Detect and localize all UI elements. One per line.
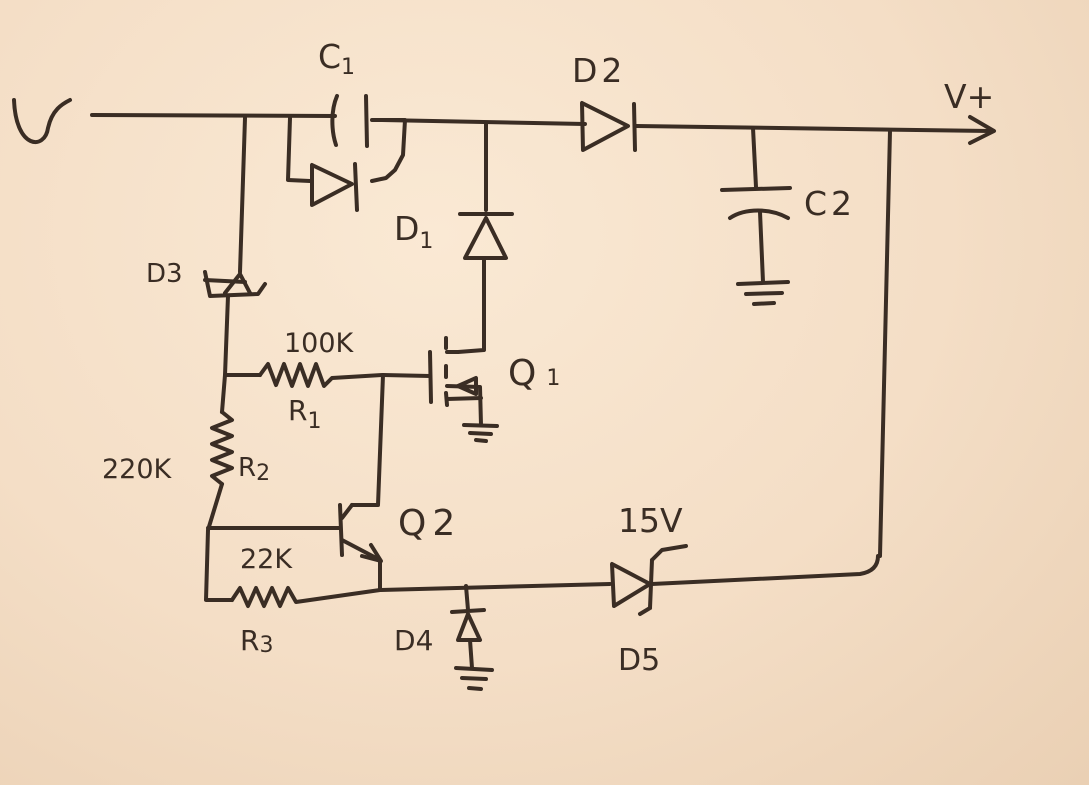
capacitor-c2 bbox=[720, 126, 792, 284]
label-zener-voltage: 15V bbox=[618, 501, 683, 540]
output-arrow bbox=[968, 115, 996, 145]
label-r3-value: 22K bbox=[240, 544, 293, 575]
label-r2-value: 220K bbox=[102, 454, 173, 485]
transistor-q2 bbox=[338, 503, 383, 590]
d4-wire bbox=[464, 584, 470, 612]
label-d4: D4 bbox=[394, 624, 433, 657]
q1-drain-wire bbox=[456, 256, 486, 354]
gate-node-wire bbox=[350, 373, 385, 507]
input-wire bbox=[90, 113, 337, 118]
label-c1: C1 bbox=[318, 37, 355, 80]
diode-d2 bbox=[580, 101, 637, 152]
label-r2: R2 bbox=[238, 453, 270, 486]
label-d1: D1 bbox=[394, 209, 433, 254]
ac-source-symbol bbox=[12, 98, 72, 144]
r2-wire-top bbox=[220, 373, 227, 414]
transistor-q1 bbox=[381, 336, 483, 427]
label-d3: D3 bbox=[146, 259, 183, 289]
ground-symbol-c2 bbox=[736, 280, 790, 306]
c1-bypass-wire bbox=[286, 116, 407, 183]
left-vertical-wire bbox=[204, 482, 234, 602]
d4-ground-wire bbox=[468, 638, 474, 670]
label-d5: D5 bbox=[618, 643, 660, 678]
diode-d1 bbox=[458, 212, 514, 260]
bottom-rail-wire bbox=[378, 582, 612, 592]
ground-symbol-q1 bbox=[462, 423, 499, 443]
ground-symbol-d4 bbox=[454, 666, 494, 691]
label-r3: R3 bbox=[240, 624, 273, 658]
output-rail-wire bbox=[634, 124, 992, 133]
capacitor-c1 bbox=[330, 94, 369, 148]
zener-diode-d5 bbox=[610, 544, 688, 616]
resistor-r1 bbox=[258, 362, 385, 388]
bypass-diode bbox=[310, 162, 359, 212]
d3-wire bbox=[238, 116, 247, 274]
d3-r1-wire bbox=[223, 294, 262, 377]
label-r1: R1 bbox=[288, 394, 321, 434]
top-rail-wire bbox=[380, 118, 587, 126]
label-output: V+ bbox=[944, 77, 994, 116]
resistor-r2 bbox=[210, 410, 234, 486]
d5-to-rail-wire bbox=[650, 554, 880, 586]
diode-d3 bbox=[203, 270, 267, 298]
right-vertical-wire bbox=[878, 129, 892, 558]
label-r1-value: 100K bbox=[284, 328, 355, 359]
resistor-r3 bbox=[230, 586, 382, 608]
diode-d4 bbox=[450, 608, 486, 642]
